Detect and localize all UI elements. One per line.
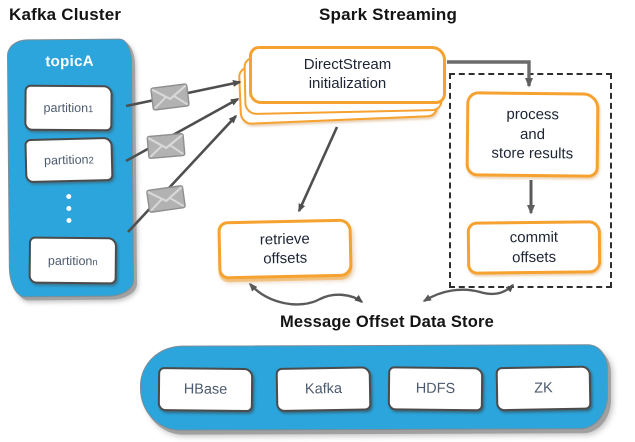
retrieve-line1: retrieve bbox=[259, 229, 310, 249]
retrieve-line2: offsets bbox=[263, 249, 308, 268]
partition1-to-directstream-arrow bbox=[125, 80, 242, 108]
partition-1-label: partition bbox=[43, 100, 89, 116]
kafka-cluster-title: Kafka Cluster bbox=[9, 5, 122, 24]
store-item-kafka: Kafka bbox=[275, 366, 372, 413]
topic-label: topicA bbox=[45, 52, 94, 71]
commit-line2: offsets bbox=[512, 248, 557, 266]
partition-2-subscript: 2 bbox=[88, 155, 94, 167]
partition-n-subscript: n bbox=[92, 256, 98, 268]
process-and-store-results-box: process and store results bbox=[465, 91, 600, 178]
partition-2-label: partition bbox=[43, 152, 89, 168]
ellipsis-dot bbox=[66, 217, 72, 224]
store-item-hbase: HBase bbox=[157, 367, 254, 413]
envelope-icon bbox=[146, 185, 186, 213]
partitionN-to-directstream-arrow bbox=[127, 114, 238, 233]
directstream-initialization-box: DirectStream initialization bbox=[249, 46, 446, 104]
partition2-to-directstream-arrow bbox=[125, 97, 240, 163]
partition-n-label: partition bbox=[47, 253, 93, 268]
directstream-to-retrieve-arrow bbox=[297, 126, 339, 213]
process-line1: process bbox=[506, 105, 560, 124]
retrieve-to-store-sync-arrow bbox=[248, 282, 364, 306]
process-line2: and bbox=[519, 125, 546, 143]
commit-offsets-box: commit offsets bbox=[466, 220, 602, 275]
commit-line1: commit bbox=[509, 228, 559, 247]
retrieve-offsets-box: retrieve offsets bbox=[217, 218, 353, 280]
message-offset-data-store-title: Message Offset Data Store bbox=[279, 313, 495, 331]
store-item-hdfs: HDFS bbox=[387, 366, 484, 412]
ellipsis-dot bbox=[66, 193, 72, 200]
envelope-icon bbox=[146, 132, 186, 160]
partition-1-subscript: 1 bbox=[88, 104, 94, 116]
directstream-line2: initialization bbox=[308, 75, 387, 92]
message-offset-data-store-container: HBase Kafka HDFS ZK bbox=[139, 344, 609, 431]
ellipsis-dot bbox=[66, 205, 72, 212]
process-line3: store results bbox=[491, 144, 574, 163]
envelope-icon bbox=[150, 83, 190, 111]
spark-streaming-title: Spark Streaming bbox=[319, 5, 458, 24]
store-item-zk: ZK bbox=[495, 365, 592, 412]
directstream-line1: DirectStream bbox=[303, 56, 392, 74]
